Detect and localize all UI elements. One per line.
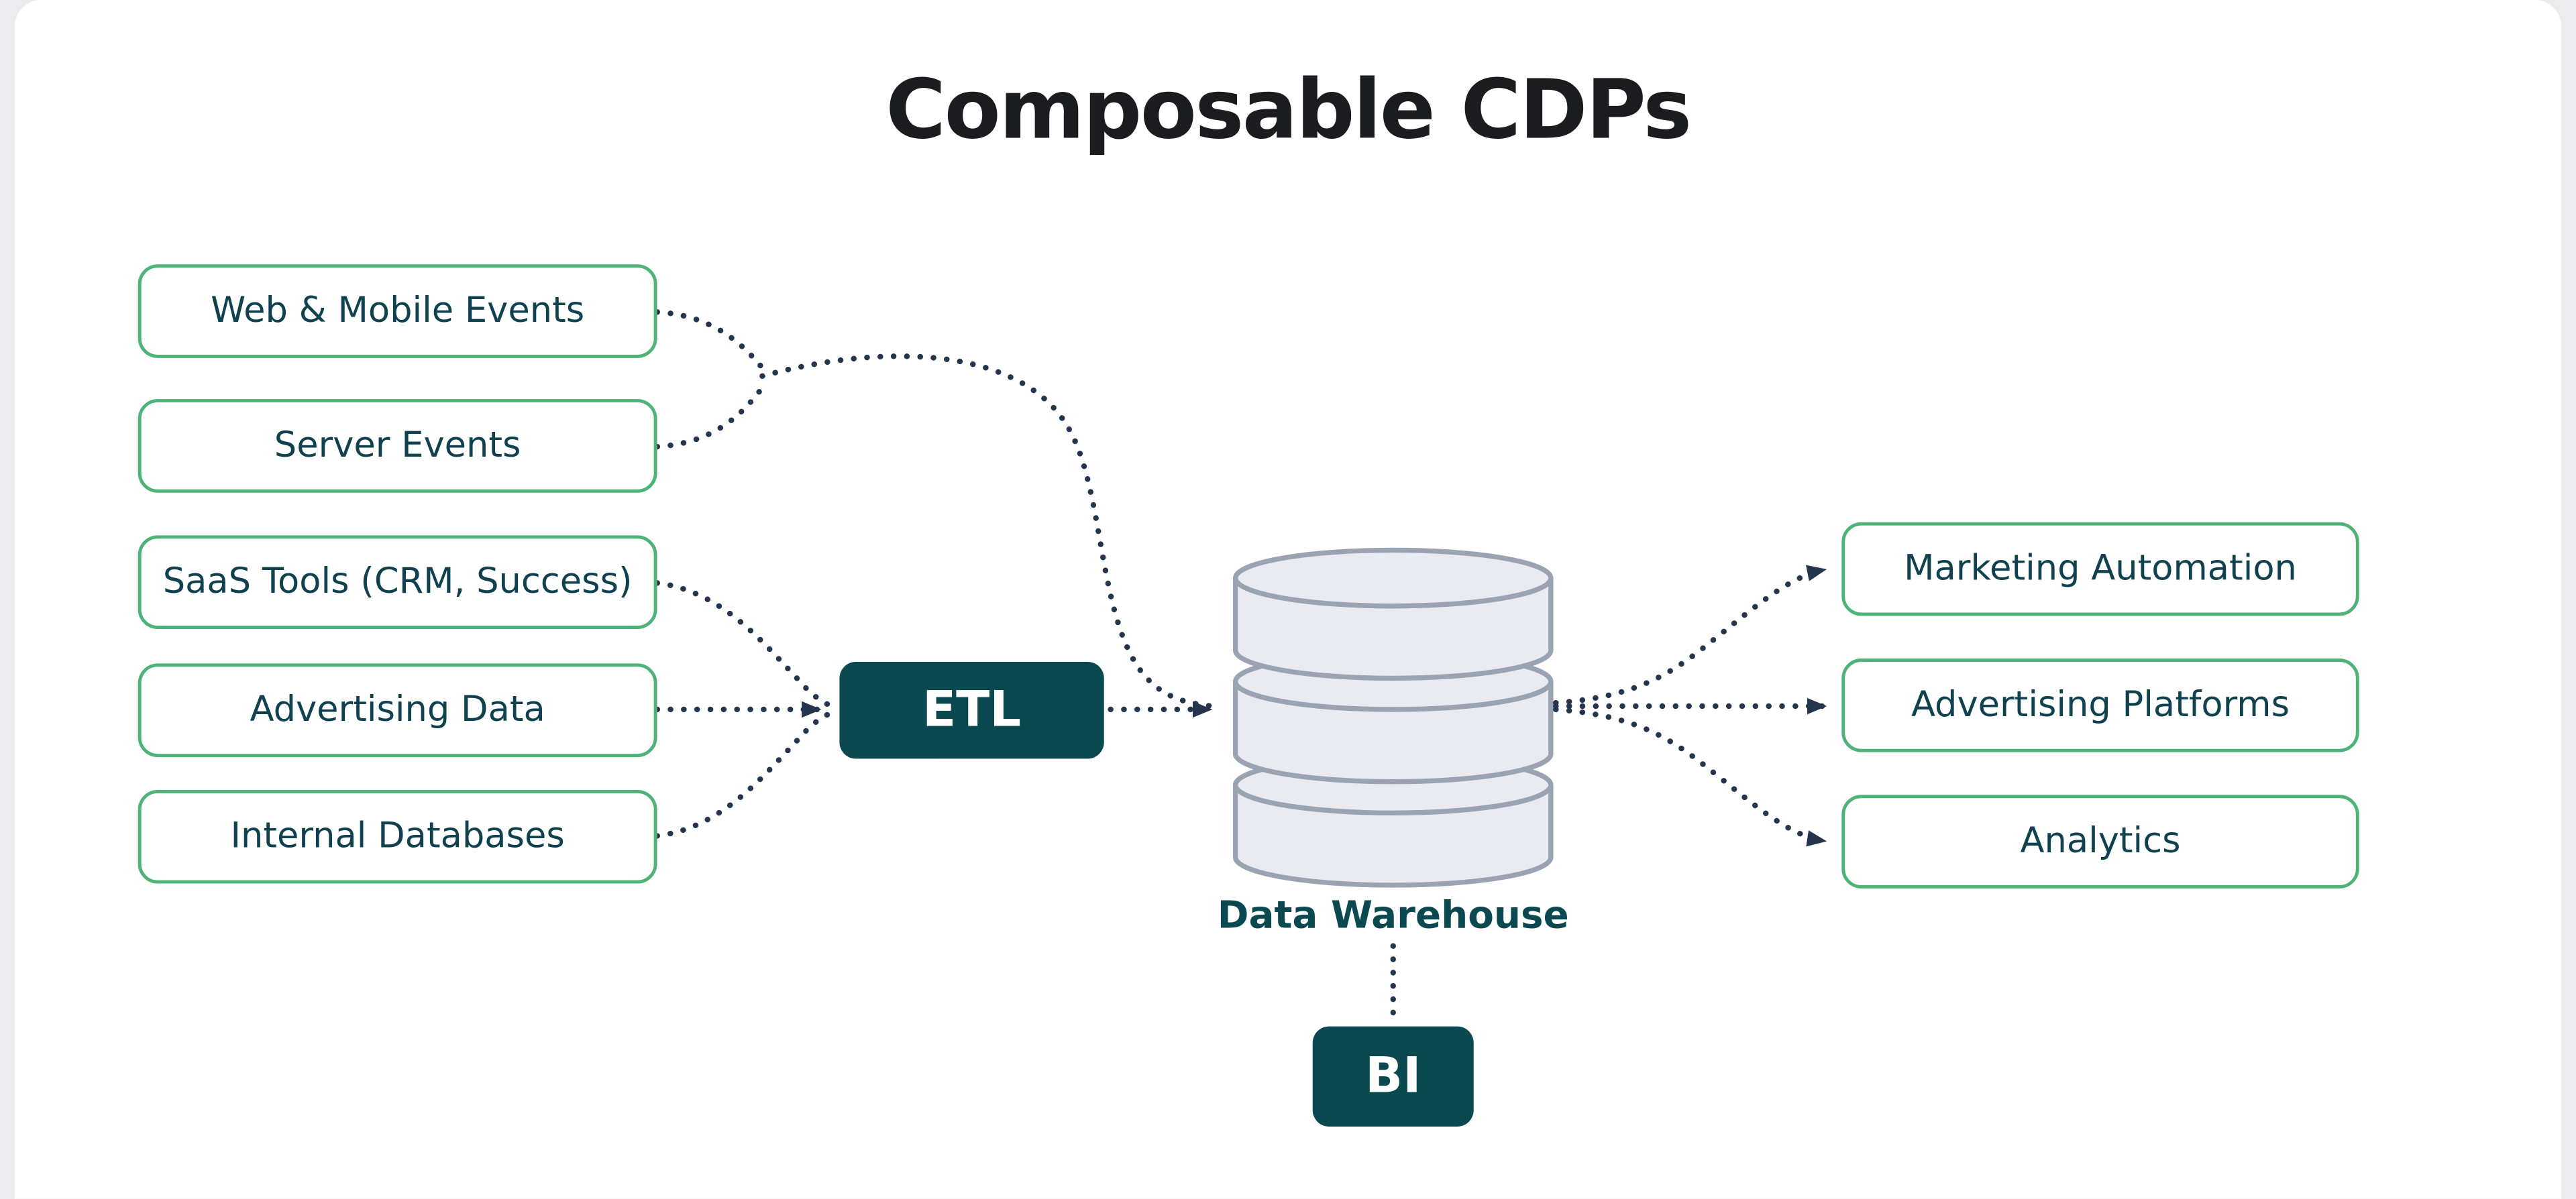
etl-label: ETL — [922, 681, 1022, 740]
source-box-internal-databases: Internal Databases — [138, 789, 657, 884]
destination-box-marketing-automation: Marketing Automation — [1841, 522, 2359, 616]
source-box-advertising-data: Advertising Data — [138, 663, 657, 757]
source-label: SaaS Tools (CRM, Success) — [162, 561, 633, 603]
source-label: Web & Mobile Events — [211, 290, 585, 332]
source-box-saas-tools: SaaS Tools (CRM, Success) — [138, 535, 657, 629]
destination-box-analytics: Analytics — [1841, 795, 2359, 889]
etl-node: ETL — [839, 661, 1104, 759]
destination-label: Analytics — [2020, 821, 2181, 862]
bi-label: BI — [1365, 1047, 1421, 1106]
destination-box-advertising-platforms: Advertising Platforms — [1841, 659, 2359, 752]
bi-node: BI — [1312, 1026, 1474, 1127]
warehouse-label: Data Warehouse — [1217, 895, 1569, 938]
source-box-web-mobile-events: Web & Mobile Events — [138, 264, 657, 358]
destination-label: Advertising Platforms — [1911, 685, 2290, 726]
source-label: Internal Databases — [230, 816, 565, 858]
source-label: Advertising Data — [250, 689, 545, 731]
source-label: Server Events — [274, 425, 521, 467]
destination-label: Marketing Automation — [1904, 548, 2297, 590]
diagram-title: Composable CDPs — [885, 62, 1692, 158]
source-box-server-events: Server Events — [138, 399, 657, 493]
